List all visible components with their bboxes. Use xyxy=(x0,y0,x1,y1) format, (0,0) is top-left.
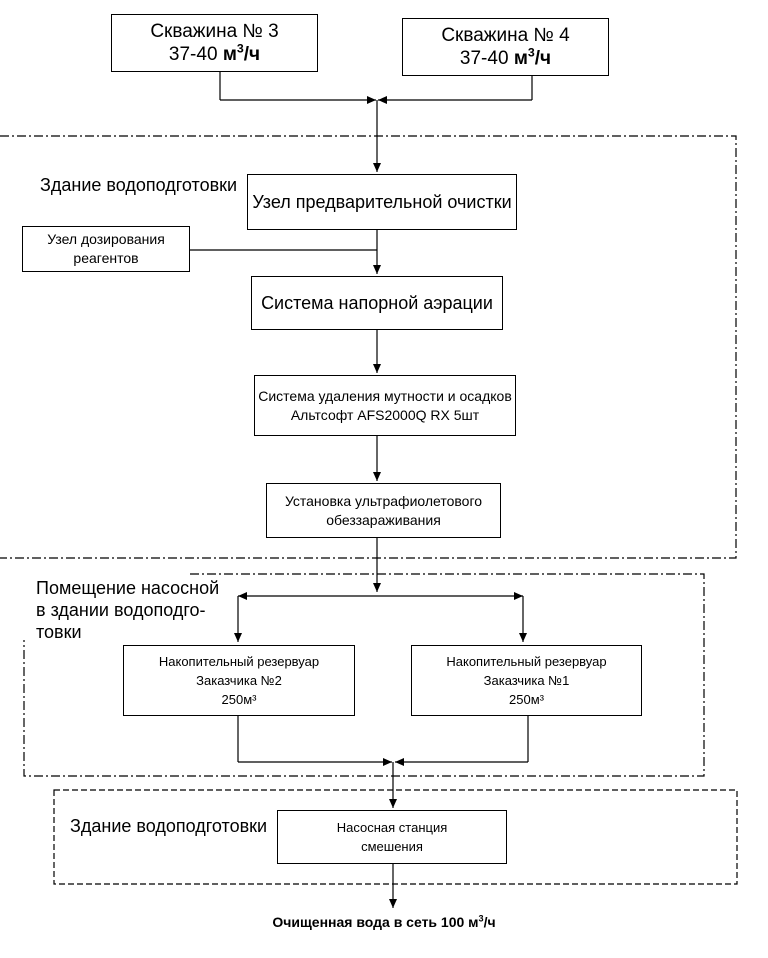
pump-room-line-1: Помещение насосной xyxy=(36,578,220,598)
aeration-box: Система напорной аэрации xyxy=(251,276,503,330)
output-sup: 3 xyxy=(478,913,484,924)
uv-label-1: Установка ультрафиолетового xyxy=(284,492,483,509)
pump-room-line-3: товки xyxy=(36,622,82,642)
output-caption: Очищенная вода в сеть 100 м3/ч xyxy=(0,912,768,932)
pump-station-box: Насосная станция смешения xyxy=(277,810,507,864)
uv-label-2: обеззараживания xyxy=(326,511,441,528)
pump-station-label-2: смешения xyxy=(361,839,423,854)
zone-border-treatment-building-2 xyxy=(53,789,738,885)
uv-box: Установка ультрафиолетового обеззаражива… xyxy=(266,483,501,538)
dosing-box: Узел дозирования реагентов xyxy=(22,226,190,272)
turbidity-label-1: Система удаления мутности и осадков xyxy=(258,387,512,404)
output-text: Очищенная вода в сеть 100 м xyxy=(272,914,479,930)
zone-label-treatment-building: Здание водоподготовки xyxy=(40,175,238,195)
dosing-label-1: Узел дозирования xyxy=(47,231,165,247)
pump-station-label-1: Насосная станция xyxy=(336,820,448,835)
zone-label-treatment-building-2: Здание водоподготовки xyxy=(70,816,268,836)
well-4-flow: 37-40 м3/ч xyxy=(459,45,552,69)
output-tail: /ч xyxy=(483,914,496,930)
zone-border-treatment-building xyxy=(0,135,737,559)
prefilter-label: Узел предварительной очистки xyxy=(252,192,512,212)
aeration-label: Система напорной аэрации xyxy=(261,293,493,313)
turbidity-label-2: Альтсофт AFS2000Q RX 5шт xyxy=(290,406,480,423)
tank-1-label-1: Накопительный резервуар xyxy=(446,654,607,669)
prefilter-box: Узел предварительной очистки xyxy=(247,174,517,230)
well-3-name: Скважина № 3 xyxy=(150,21,279,42)
tank-2-label-1: Накопительный резервуар xyxy=(158,654,320,669)
tank-1-label-3: 250м³ xyxy=(509,692,544,707)
tank-2-box: Накопительный резервуар Заказчика №2 250… xyxy=(123,645,355,716)
tank-2-label-2: Заказчика №2 xyxy=(196,673,282,688)
turbidity-box: Система удаления мутности и осадков Альт… xyxy=(254,375,516,436)
tank-1-box: Накопительный резервуар Заказчика №1 250… xyxy=(411,645,642,716)
well-3-box: Скважина № 3 37-40 м3/ч xyxy=(111,14,318,72)
tank-2-label-3: 250м³ xyxy=(221,692,257,707)
dosing-label-2: реагентов xyxy=(73,250,139,266)
zone-border-pump-room xyxy=(23,573,705,777)
well-4-name: Скважина № 4 xyxy=(441,25,570,46)
well-3-flow: 37-40 м3/ч xyxy=(168,41,261,65)
well-4-box: Скважина № 4 37-40 м3/ч xyxy=(402,18,609,76)
zone-label-pump-room: Помещение насосной в здании водоподго- т… xyxy=(36,577,236,643)
tank-1-label-2: Заказчика №1 xyxy=(483,673,570,688)
pump-room-line-2: в здании водоподго- xyxy=(36,600,206,620)
